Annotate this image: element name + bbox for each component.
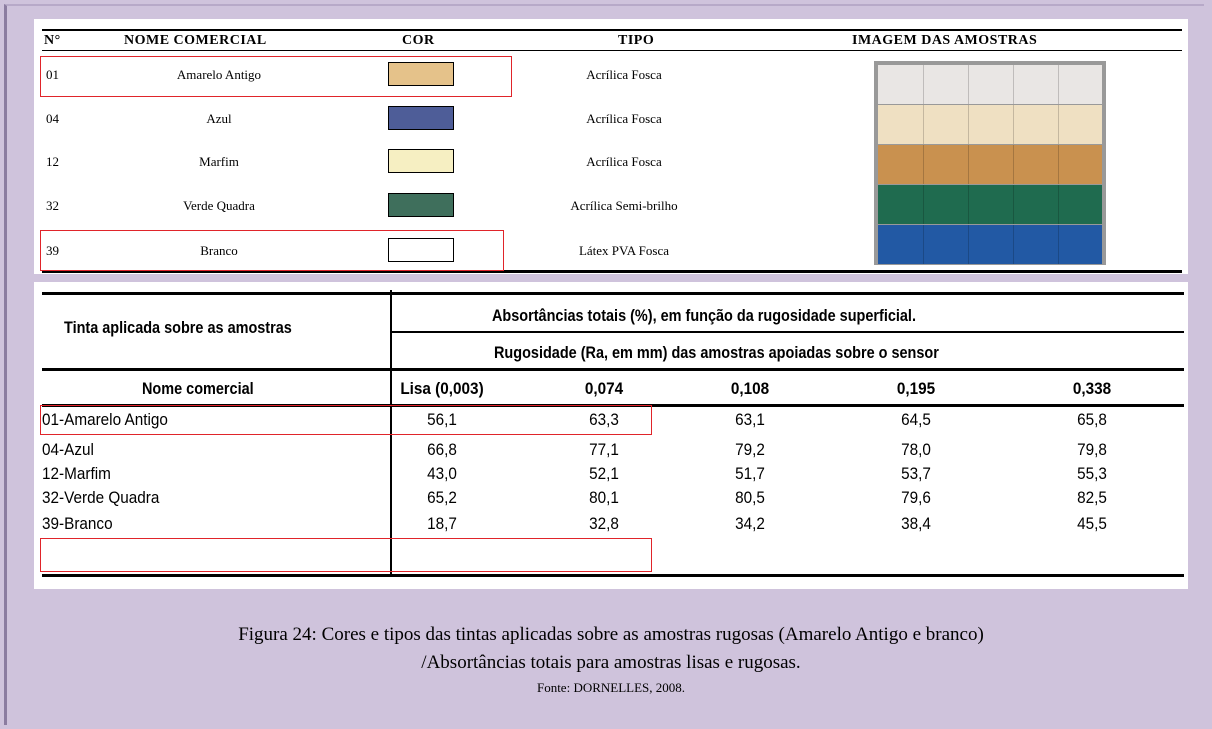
abs-value: 78,0 bbox=[901, 440, 931, 459]
abs-value: 63,1 bbox=[735, 410, 765, 429]
abs-bottom-rule bbox=[42, 574, 1184, 577]
abs-value: 52,1 bbox=[589, 464, 619, 483]
name-header: Nome comercial bbox=[142, 379, 254, 398]
abs-value: 82,5 bbox=[1077, 488, 1107, 507]
row-type: Acrílica Fosca bbox=[586, 67, 662, 82]
abs-value: 65,8 bbox=[1077, 410, 1107, 429]
abs-value: 63,3 bbox=[589, 410, 619, 429]
roughness-header: 0,338 bbox=[1072, 379, 1112, 398]
abs-value: 80,5 bbox=[735, 488, 765, 507]
highlight-box-branco-abs bbox=[40, 538, 652, 572]
header-image: IMAGEM DAS AMOSTRAS bbox=[852, 33, 1038, 48]
abs-sub-rule bbox=[42, 368, 1184, 371]
sample-band bbox=[878, 65, 1102, 104]
abs-value: 56,1 bbox=[427, 410, 457, 429]
abs-value: 18,7 bbox=[427, 514, 457, 533]
group-header: Absortâncias totais (%), em função da ru… bbox=[492, 306, 916, 325]
header-name: NOME COMERCIAL bbox=[124, 33, 267, 48]
header-color: COR bbox=[402, 33, 435, 48]
abs-top-rule bbox=[42, 292, 1184, 295]
paint-samples-panel: N° NOME COMERCIAL COR TIPO IMAGEM DAS AM… bbox=[34, 19, 1188, 274]
abs-value: 34,2 bbox=[735, 514, 765, 533]
sample-band bbox=[878, 105, 1102, 144]
bottom-rule bbox=[42, 270, 1182, 273]
row-name: Verde Quadra bbox=[183, 198, 255, 213]
abs-vertical-rule bbox=[390, 290, 392, 574]
abs-row-name: 32-Verde Quadra bbox=[42, 488, 160, 507]
roughness-header: 0,074 bbox=[584, 379, 624, 398]
abs-value: 79,2 bbox=[735, 440, 765, 459]
color-swatch bbox=[388, 149, 454, 173]
row-name: Amarelo Antigo bbox=[176, 67, 262, 82]
abs-row-name: 04-Azul bbox=[42, 440, 94, 459]
row-number: 39 bbox=[46, 243, 59, 258]
abs-value: 43,0 bbox=[427, 464, 457, 483]
row-number: 32 bbox=[46, 198, 59, 213]
abs-value: 77,1 bbox=[589, 440, 619, 459]
absorptance-table: Tinta aplicada sobre as amostras Absortâ… bbox=[34, 282, 1188, 589]
row-number: 04 bbox=[46, 111, 59, 126]
page-frame bbox=[4, 4, 1204, 725]
abs-value: 79,8 bbox=[1077, 440, 1107, 459]
row-type: Acrílica Fosca bbox=[586, 111, 662, 126]
sample-band bbox=[878, 225, 1102, 264]
row-name: Branco bbox=[200, 243, 238, 258]
highlight-box-amarelo-abs bbox=[40, 405, 652, 435]
abs-row-name: 01-Amarelo Antigo bbox=[42, 410, 168, 429]
header-type: TIPO bbox=[618, 33, 655, 48]
top-rule bbox=[42, 29, 1182, 31]
row-type: Acrílica Fosca bbox=[586, 154, 662, 169]
samples-photo bbox=[874, 61, 1106, 265]
abs-value: 55,3 bbox=[1077, 464, 1107, 483]
abs-value: 66,8 bbox=[427, 440, 457, 459]
abs-value: 80,1 bbox=[589, 488, 619, 507]
row-type: Acrílica Semi-brilho bbox=[570, 198, 678, 213]
caption-line1: Figura 24: Cores e tipos das tintas apli… bbox=[238, 624, 984, 645]
abs-row-name: 39-Branco bbox=[42, 514, 113, 533]
sample-band bbox=[878, 145, 1102, 184]
caption-source: Fonte: DORNELLES, 2008. bbox=[536, 680, 686, 695]
header-rule bbox=[42, 50, 1182, 51]
caption-line2: /Absortâncias totais para amostras lisas… bbox=[421, 652, 801, 673]
row-number: 01 bbox=[46, 67, 59, 82]
color-swatch bbox=[388, 106, 454, 130]
abs-group-rule bbox=[390, 331, 1184, 333]
sub-header: Rugosidade (Ra, em mm) das amostras apoi… bbox=[494, 343, 939, 362]
row-type: Látex PVA Fosca bbox=[578, 243, 670, 258]
abs-value: 51,7 bbox=[735, 464, 765, 483]
abs-row-name: 12-Marfim bbox=[42, 464, 111, 483]
abs-value: 65,2 bbox=[427, 488, 457, 507]
roughness-header: 0,195 bbox=[896, 379, 936, 398]
roughness-header: 0,108 bbox=[730, 379, 770, 398]
abs-value: 53,7 bbox=[901, 464, 931, 483]
color-swatch bbox=[388, 238, 454, 262]
abs-value: 38,4 bbox=[901, 514, 931, 533]
abs-value: 79,6 bbox=[901, 488, 931, 507]
highlight-box-branco bbox=[40, 230, 504, 271]
roughness-header: Lisa (0,003) bbox=[400, 379, 484, 398]
paint-samples-table: N° NOME COMERCIAL COR TIPO IMAGEM DAS AM… bbox=[34, 19, 1188, 274]
header-num: N° bbox=[44, 33, 61, 48]
absorptance-panel: Tinta aplicada sobre as amostras Absortâ… bbox=[34, 282, 1188, 589]
sample-band bbox=[878, 185, 1102, 224]
abs-value: 45,5 bbox=[1077, 514, 1107, 533]
row-name: Azul bbox=[206, 111, 232, 126]
abs-value: 64,5 bbox=[901, 410, 931, 429]
row-number: 12 bbox=[46, 154, 59, 169]
color-swatch bbox=[388, 62, 454, 86]
color-swatch bbox=[388, 193, 454, 217]
abs-value: 32,8 bbox=[589, 514, 619, 533]
highlight-box-amarelo bbox=[40, 56, 512, 97]
col0-header: Tinta aplicada sobre as amostras bbox=[64, 318, 292, 337]
row-name: Marfim bbox=[199, 154, 239, 169]
